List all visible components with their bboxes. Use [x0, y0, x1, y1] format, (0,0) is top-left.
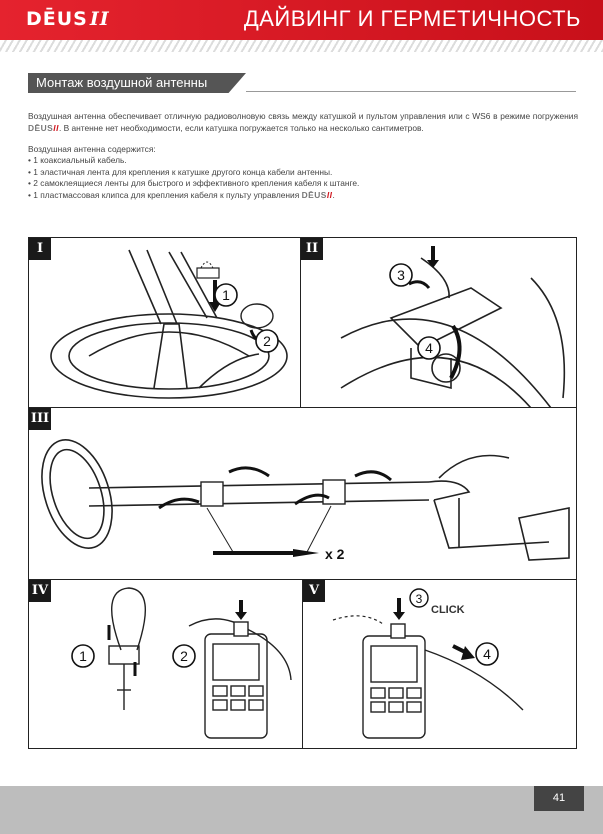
page-title: ДАЙВИНГ И ГЕРМЕТИЧНОСТЬ — [244, 6, 581, 32]
diagram-panel-4: IV 1 2 — [28, 579, 304, 749]
section-divider — [246, 91, 576, 92]
intro-paragraph: Воздушная антенна обеспечивает отличную … — [28, 111, 578, 134]
header-decoration — [0, 40, 603, 52]
contents-heading: Воздушная антенна содержится: — [28, 144, 156, 154]
list-item: 2 самоклеящиеся ленты для быстрого и эфф… — [28, 178, 359, 190]
step-number: 3 — [416, 592, 423, 606]
diagram-panel-1: I 1 2 — [28, 237, 302, 409]
diagram-panel-2: II 3 4 — [300, 237, 577, 409]
coil-antenna-illustration: 1 2 — [29, 238, 301, 408]
section-title: Монтаж воздушной антенны — [36, 75, 207, 90]
contents-list: 1 коаксиальный кабель. 1 эластичная лент… — [28, 155, 359, 201]
step-number: 1 — [222, 287, 230, 303]
step-number: 4 — [483, 646, 491, 662]
list-item: 1 пластмассовая клипса для крепления каб… — [28, 190, 359, 202]
brand-mark: DĒUSII — [28, 123, 59, 135]
page-footer — [0, 786, 603, 834]
step-number: 3 — [397, 267, 405, 283]
diagram-panel-5: V 3 CLICK 4 — [302, 579, 577, 749]
brand-mark: DĒUSII — [302, 190, 333, 202]
click-label: CLICK — [431, 604, 465, 616]
step-number: 1 — [79, 648, 87, 664]
diagram-panel-3: III x 2 — [28, 407, 577, 581]
clip-click-illustration: 3 CLICK 4 — [303, 580, 576, 748]
page-number: 41 — [534, 786, 584, 811]
list-item: 1 эластичная лента для крепления к катуш… — [28, 167, 359, 179]
clip-attach-illustration: 1 2 — [29, 580, 303, 748]
list-item: 1 коаксиальный кабель. — [28, 155, 359, 167]
quantity-label: x 2 — [325, 546, 345, 562]
step-number: 4 — [425, 340, 433, 356]
step-number: 2 — [180, 648, 188, 664]
step-number: 2 — [263, 333, 271, 349]
shaft-tape-illustration: x 2 — [29, 408, 576, 580]
coil-clip-closeup-illustration: 3 4 — [301, 238, 576, 408]
